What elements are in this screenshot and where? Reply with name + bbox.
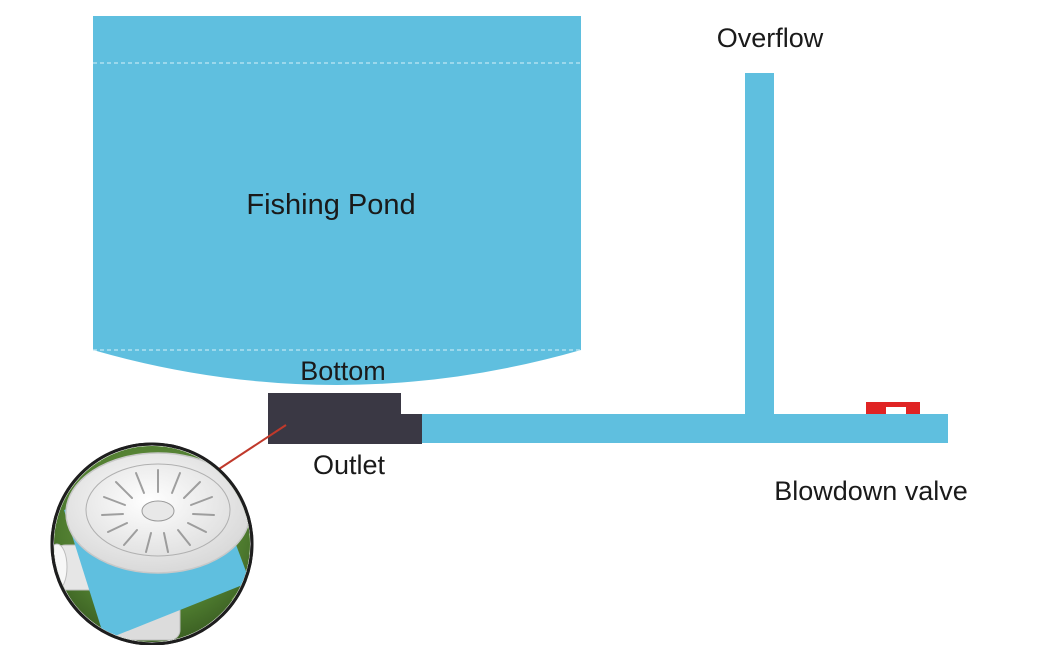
outlet-label: Outlet bbox=[313, 450, 386, 480]
bottom-label: Bottom bbox=[300, 356, 386, 386]
blowdown-valve-label: Blowdown valve bbox=[774, 476, 968, 506]
overflow-pipe bbox=[745, 73, 774, 418]
drain-pipe bbox=[420, 414, 948, 443]
overflow-label: Overflow bbox=[717, 23, 824, 53]
fishing-pond-tank bbox=[93, 16, 581, 385]
outlet-leader-line bbox=[215, 424, 287, 472]
pond-label: Fishing Pond bbox=[246, 189, 415, 221]
bottom-drain-photo-icon bbox=[50, 442, 254, 645]
bottom-outlet-block bbox=[268, 393, 422, 444]
blowdown-valve-icon bbox=[866, 402, 920, 414]
